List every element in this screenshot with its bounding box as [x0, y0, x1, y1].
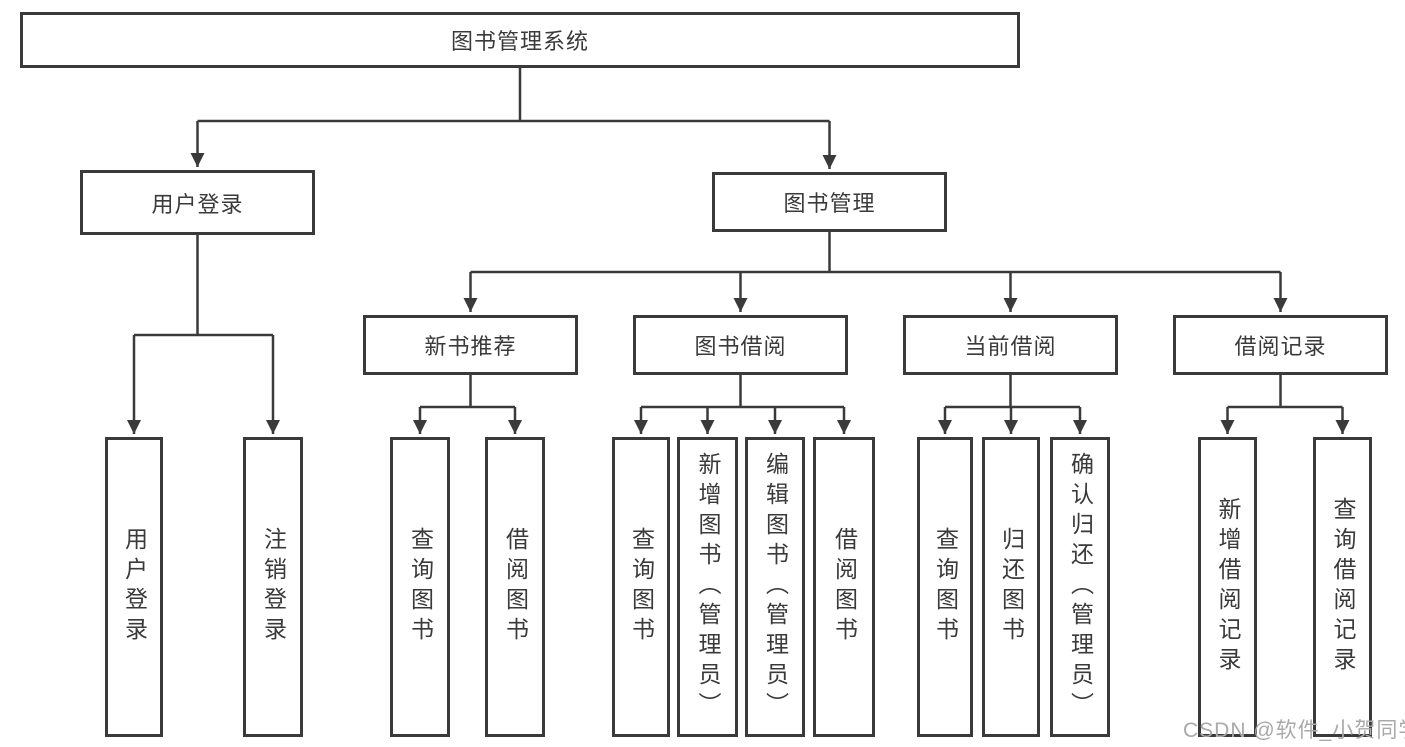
- node-borrow-records-label: 借阅记录: [1234, 334, 1327, 359]
- leaf-borrow-query-books-label: 查询图书: [628, 527, 655, 647]
- csdn-watermark: CSDN @软件_小贺同学: [1183, 719, 1405, 742]
- node-book-borrow-label: 图书借阅: [694, 334, 787, 359]
- leaf-current-query-books: 查询图书: [917, 437, 973, 737]
- leaf-recommend-borrow-books: 借阅图书: [485, 437, 545, 737]
- leaf-logout-label: 注销登录: [260, 527, 287, 647]
- leaf-records-add-record-label: 新增借阅记录: [1215, 497, 1241, 677]
- leaf-borrow-edit-books-admin: 编辑图书（管理员）: [745, 437, 805, 737]
- leaf-borrow-add-books-admin-label: 新增图书（管理员）: [695, 452, 721, 722]
- leaf-logout: 注销登录: [243, 437, 303, 737]
- leaf-recommend-query-books: 查询图书: [390, 437, 450, 737]
- node-book-borrow: 图书借阅: [633, 315, 848, 375]
- node-user-login-label: 用户登录: [151, 191, 244, 217]
- leaf-borrow-query-books: 查询图书: [612, 437, 670, 737]
- leaf-current-return-books: 归还图书: [982, 437, 1040, 737]
- leaf-user-login-label: 用户登录: [121, 527, 148, 647]
- leaf-borrow-add-books-admin: 新增图书（管理员）: [677, 437, 738, 737]
- node-root-label: 图书管理系统: [450, 29, 589, 54]
- leaf-current-return-books-label: 归还图书: [998, 527, 1025, 647]
- leaf-borrow-borrow-books-label: 借阅图书: [831, 527, 858, 647]
- leaf-borrow-borrow-books: 借阅图书: [813, 437, 875, 737]
- node-current-borrow-label: 当前借阅: [964, 334, 1057, 359]
- leaf-current-confirm-return-admin: 确认归还（管理员）: [1050, 437, 1110, 737]
- node-current-borrow: 当前借阅: [903, 315, 1118, 375]
- node-root: 图书管理系统: [20, 12, 1020, 68]
- leaf-records-add-record: 新增借阅记录: [1198, 437, 1257, 737]
- node-new-book-recommend-label: 新书推荐: [424, 334, 517, 359]
- node-book-management: 图书管理: [712, 172, 947, 232]
- leaf-records-query-record: 查询借阅记录: [1313, 437, 1372, 737]
- leaf-current-confirm-return-admin-label: 确认归还（管理员）: [1067, 452, 1094, 722]
- leaf-records-query-record-label: 查询借阅记录: [1330, 497, 1356, 677]
- leaf-recommend-borrow-books-label: 借阅图书: [502, 527, 529, 647]
- leaf-borrow-edit-books-admin-label: 编辑图书（管理员）: [762, 452, 789, 722]
- node-new-book-recommend: 新书推荐: [363, 315, 578, 375]
- leaf-current-query-books-label: 查询图书: [932, 527, 959, 647]
- node-borrow-records: 借阅记录: [1173, 315, 1388, 375]
- node-user-login: 用户登录: [80, 170, 315, 235]
- leaf-user-login: 用户登录: [105, 437, 163, 737]
- leaf-recommend-query-books-label: 查询图书: [407, 527, 434, 647]
- node-book-management-label: 图书管理: [783, 191, 876, 216]
